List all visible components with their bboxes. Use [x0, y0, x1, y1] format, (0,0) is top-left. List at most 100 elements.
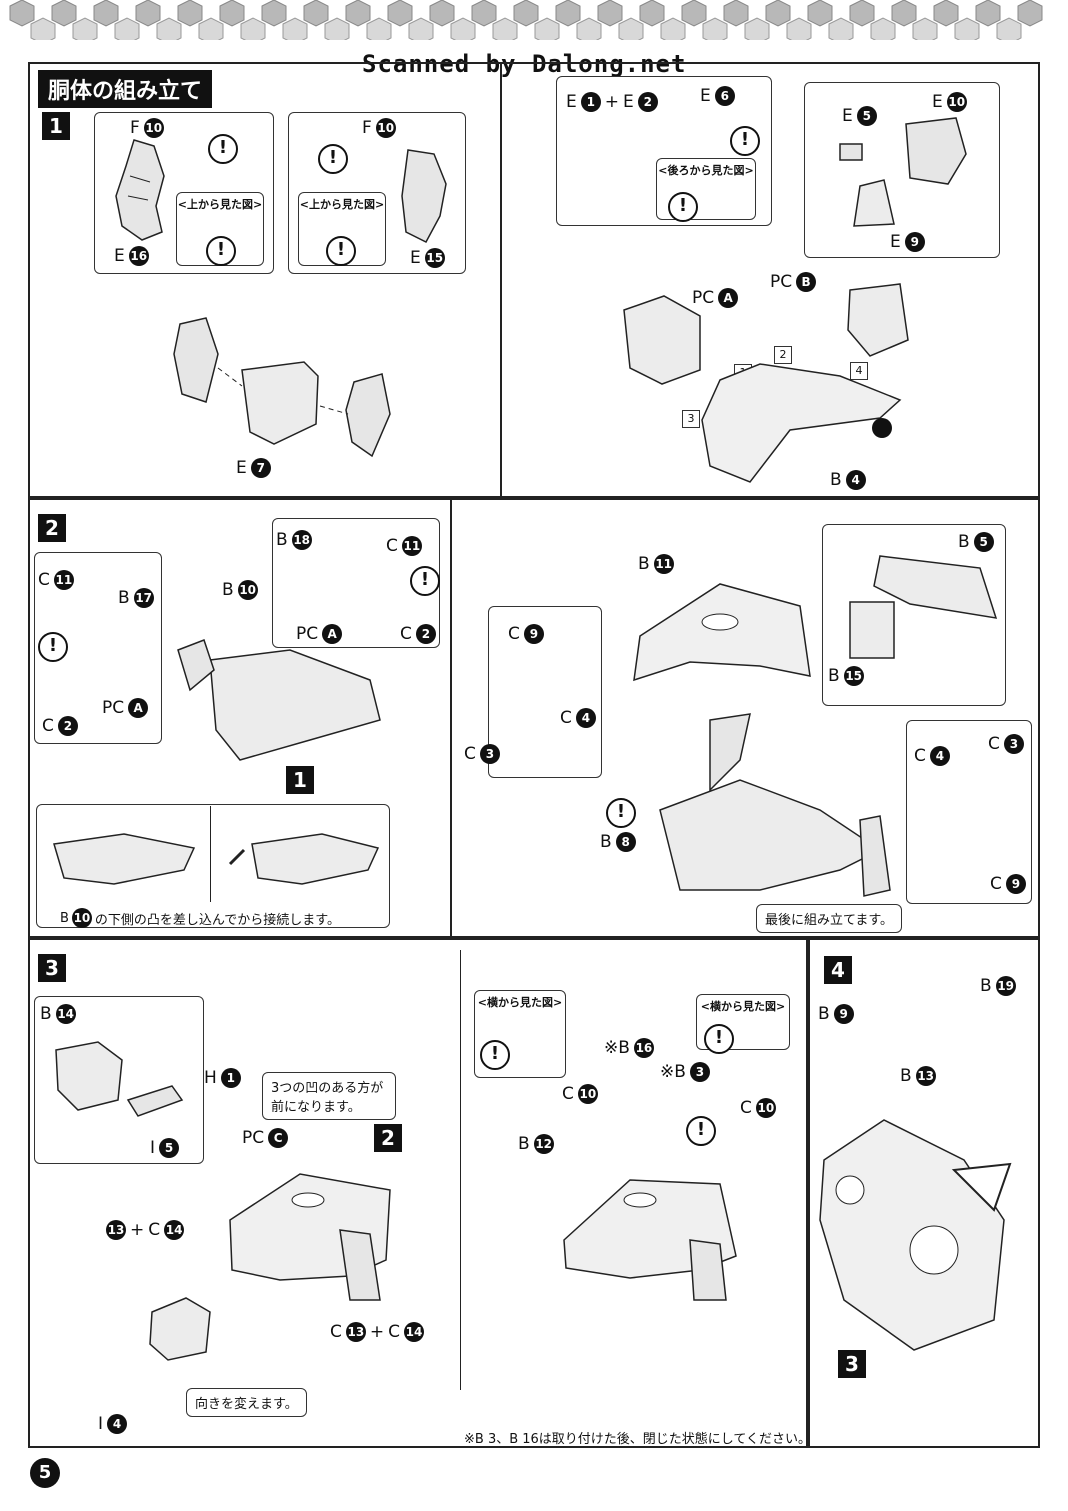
step3-frame [28, 938, 808, 1448]
b5-b15-drawing [849, 555, 998, 659]
warning-icon: ! [410, 566, 440, 596]
sequence-number: 2 [774, 346, 792, 364]
turn-orientation-callout: 向きを変えます。 [186, 1388, 307, 1417]
warning-icon: ! [730, 126, 760, 156]
warning-icon: ! [686, 1116, 716, 1146]
step3-badge: 3 [38, 954, 66, 982]
warning-icon: ! [480, 1040, 510, 1070]
step4-badge: 4 [824, 956, 852, 984]
step3-right-hull-drawing [563, 1179, 737, 1301]
subassembly-2-badge: 2 [374, 1124, 402, 1152]
warning-icon: ! [206, 236, 236, 266]
b14-drawing [55, 1041, 184, 1117]
scanner-watermark: Scanned by Dalong.net [362, 50, 687, 78]
warning-icon: ! [606, 798, 636, 828]
front-orientation-callout: 3つの凹のある方が前になります。 [262, 1072, 396, 1120]
step2-divider [450, 498, 452, 938]
cockpit-hull-assembly [623, 283, 909, 483]
subassembly-1-badge: 1 [286, 766, 314, 794]
warning-icon: ! [326, 236, 356, 266]
step4-assembly-drawing [819, 1119, 1012, 1351]
step2-badge: 2 [38, 514, 66, 542]
upper-hull-drawing [633, 583, 811, 682]
sequence-number: 4 [850, 362, 868, 380]
torso-core-assembly [173, 317, 391, 458]
step2-detail-box-c9 [488, 606, 602, 778]
assemble-last-callout: 最後に組み立てます。 [756, 904, 903, 933]
seat-parts-drawing [839, 117, 967, 227]
warning-icon: ! [38, 632, 68, 662]
sequence-number: 3 [682, 410, 700, 428]
subassembly-3-badge: 3 [838, 1350, 866, 1378]
warning-icon: ! [318, 144, 348, 174]
step2-main-assembly [659, 713, 891, 897]
part-drawing-e16 [115, 139, 165, 241]
step4-frame [808, 938, 1040, 1448]
step1-divider [500, 62, 502, 498]
warning-icon: ! [704, 1024, 734, 1054]
warning-icon: ! [208, 134, 238, 164]
part-drawing-e15 [401, 149, 447, 243]
header-hex-pattern [9, 0, 1043, 40]
step2-cockpit-drawing [177, 639, 381, 761]
step2-frame [28, 498, 1040, 938]
step3-cover-drawing [149, 1297, 211, 1361]
warning-icon: ! [668, 192, 698, 222]
step2-note-divider [210, 806, 211, 902]
page-number: 5 [30, 1458, 60, 1488]
step1-badge: 1 [42, 112, 70, 140]
step1-frame [28, 62, 1040, 498]
step1-detail-box-seat [804, 82, 1000, 258]
step3-divider [460, 950, 461, 1390]
step3-hull-drawing [229, 1173, 391, 1301]
step3-footnote: ※B 3、B 16は取り付けた後、閉じた状態にしてください。 [464, 1432, 812, 1447]
back-view-box: <後ろから見た図> [656, 158, 756, 220]
